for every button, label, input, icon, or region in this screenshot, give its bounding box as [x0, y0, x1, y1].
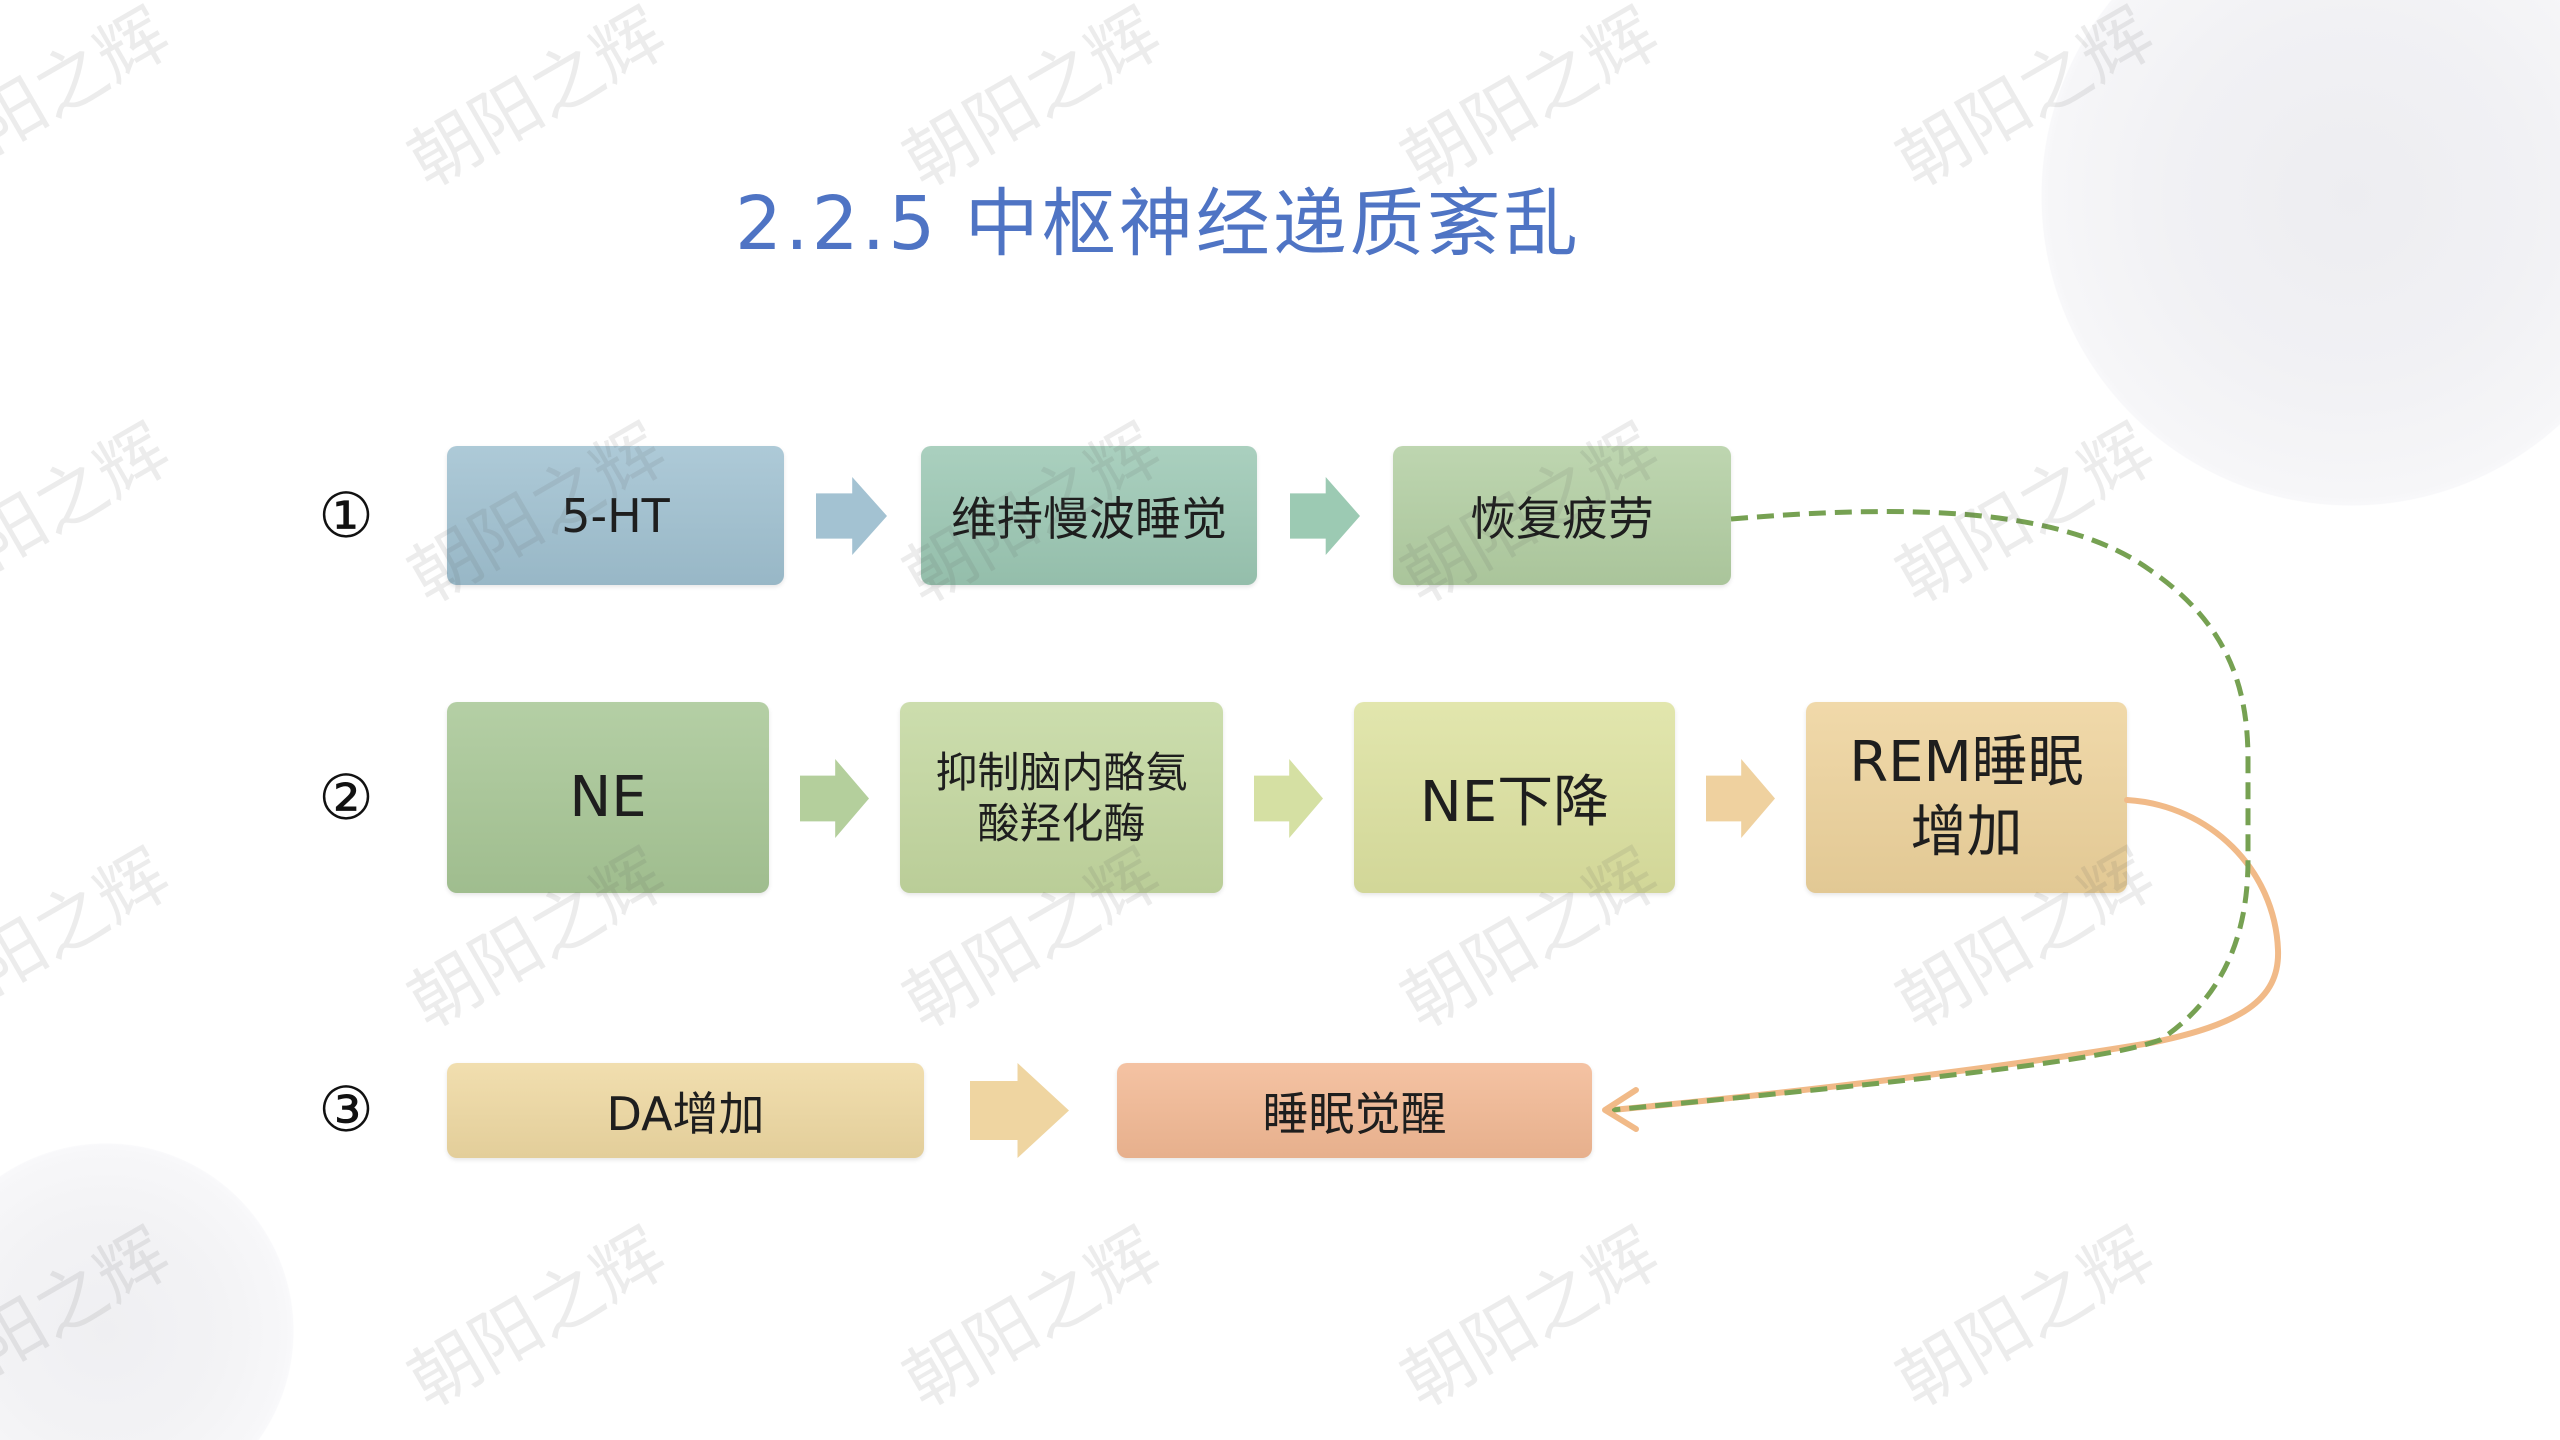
- arrow-right-icon: [1706, 759, 1775, 838]
- arrow-right-icon: [1290, 477, 1360, 555]
- watermark-text: 朝阳之辉: [0, 0, 183, 204]
- decorative-circle-bottom-left: [0, 1143, 296, 1440]
- box-label-line-2: 增加: [1910, 799, 2023, 865]
- watermark-text: 朝阳之辉: [1388, 0, 1672, 204]
- box-inhibit-tyrosine-hydroxylase: 抑制脑内酪氨 酸羟化酶: [900, 702, 1223, 893]
- box-slow-wave-sleep: 维持慢波睡觉: [921, 446, 1257, 585]
- box-sleep-wake: 睡眠觉醒: [1117, 1063, 1592, 1158]
- box-ne: NE: [447, 702, 769, 893]
- box-5ht: 5-HT: [447, 446, 784, 585]
- watermark-text: 朝阳之辉: [890, 1212, 1174, 1424]
- box-label: 睡眠觉醒: [1262, 1086, 1447, 1141]
- decorative-circle-top-right: [2041, 0, 2560, 510]
- arrow-right-icon: [1254, 759, 1323, 838]
- box-label: DA增加: [606, 1086, 765, 1141]
- row-marker-2: ②: [318, 761, 374, 834]
- watermark-text: 朝阳之辉: [395, 0, 679, 204]
- watermark-text: 朝阳之辉: [0, 833, 183, 1045]
- box-label: 5-HT: [561, 488, 670, 543]
- watermark-text: 朝阳之辉: [1883, 1212, 2167, 1424]
- box-label-line-1: REM睡眠: [1849, 729, 2084, 795]
- box-ne-decrease: NE下降: [1354, 702, 1675, 893]
- watermark-text: 朝阳之辉: [0, 408, 183, 620]
- box-rem-sleep-increase: REM睡眠 增加: [1806, 702, 2127, 893]
- row-marker-3: ③: [318, 1073, 374, 1146]
- box-label-line-1: 抑制脑内酪氨: [935, 747, 1188, 797]
- box-label-line-2: 酸羟化酶: [977, 798, 1146, 848]
- watermark-text: 朝阳之辉: [395, 1212, 679, 1424]
- arrow-right-icon: [800, 759, 869, 838]
- row-marker-1: ①: [318, 479, 374, 552]
- arrow-right-icon: [970, 1063, 1069, 1158]
- box-recover-fatigue: 恢复疲劳: [1393, 446, 1731, 585]
- watermark-text: 朝阳之辉: [1388, 1212, 1672, 1424]
- box-label: NE下降: [1419, 770, 1610, 835]
- box-label: 恢复疲劳: [1470, 491, 1654, 546]
- box-label: NE: [569, 765, 647, 830]
- box-label: 维持慢波睡觉: [951, 491, 1227, 546]
- connector-arrowhead-icon: [1602, 1087, 1639, 1132]
- arrow-right-icon: [816, 477, 887, 555]
- watermark-text: 朝阳之辉: [890, 0, 1174, 204]
- slide-title: 2.2.5 中枢神经递质紊乱: [735, 181, 1581, 267]
- box-da-increase: DA增加: [447, 1063, 924, 1158]
